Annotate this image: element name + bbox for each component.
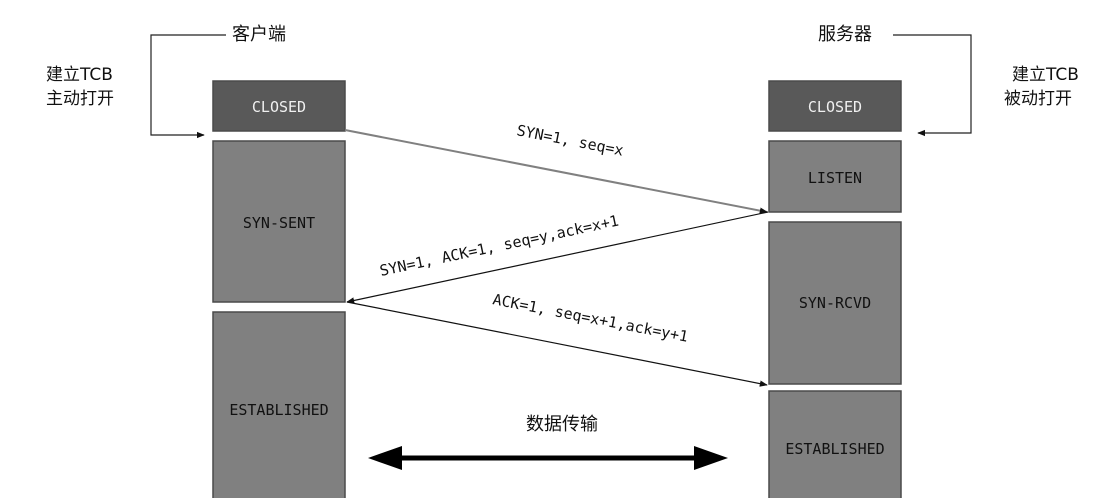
- server-syn-rcvd-label: SYN-RCVD: [799, 294, 871, 312]
- client-open-bracket: [150, 34, 226, 139]
- server-note-line2: 被动打开: [1004, 89, 1072, 109]
- server-title: 服务器: [818, 24, 872, 45]
- syn-arrow: [344, 129, 768, 214]
- server-syn-rcvd-box: [768, 221, 902, 385]
- data-transfer-right-arrowhead: [694, 446, 728, 470]
- ack-arrow: [346, 301, 768, 387]
- data-transfer-label: 数据传输: [526, 414, 598, 435]
- server-note-line1: 建立TCB: [1012, 65, 1079, 85]
- server-established-box: [768, 390, 902, 498]
- client-note-line2: 主动打开: [46, 89, 114, 109]
- client-note-line1: 建立TCB: [46, 65, 113, 85]
- server-closed-box: [768, 80, 902, 132]
- ack-label: ACK=1, seq=x+1,ack=y+1: [491, 290, 689, 346]
- server-listen-box: [768, 140, 902, 213]
- server-closed-label: CLOSED: [808, 98, 862, 116]
- client-established-label: ESTABLISHED: [229, 401, 328, 419]
- server-established-label: ESTABLISHED: [785, 440, 884, 458]
- server-listen-label: LISTEN: [808, 169, 862, 187]
- syn-ack-arrow: [346, 211, 769, 304]
- client-established-box: [212, 311, 346, 498]
- syn-label: SYN=1, seq=x: [515, 121, 625, 159]
- server-open-bracket: [893, 34, 972, 137]
- client-closed-box: [212, 80, 346, 132]
- client-syn-sent-box: [212, 140, 346, 303]
- client-closed-label: CLOSED: [252, 98, 306, 116]
- client-syn-sent-label: SYN-SENT: [243, 214, 315, 232]
- data-transfer-left-arrowhead: [368, 446, 402, 470]
- client-title: 客户端: [232, 24, 286, 45]
